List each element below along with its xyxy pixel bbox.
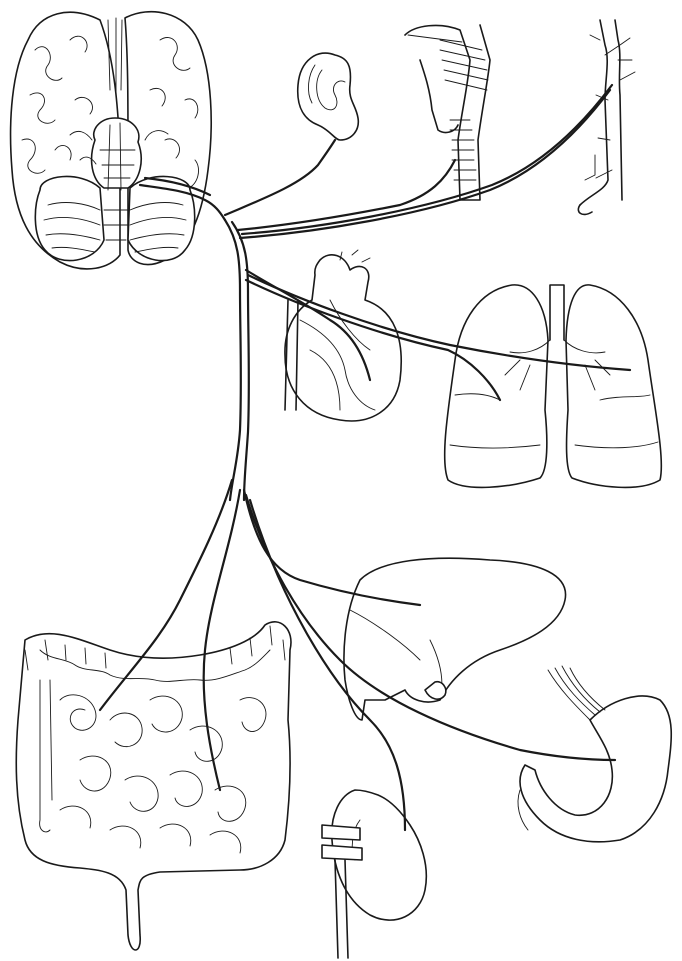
kidney [322, 790, 426, 958]
heart [285, 250, 401, 421]
brain [11, 12, 212, 269]
liver [344, 558, 566, 720]
ear [298, 53, 359, 140]
lungs [445, 285, 662, 488]
intestines [16, 622, 291, 950]
